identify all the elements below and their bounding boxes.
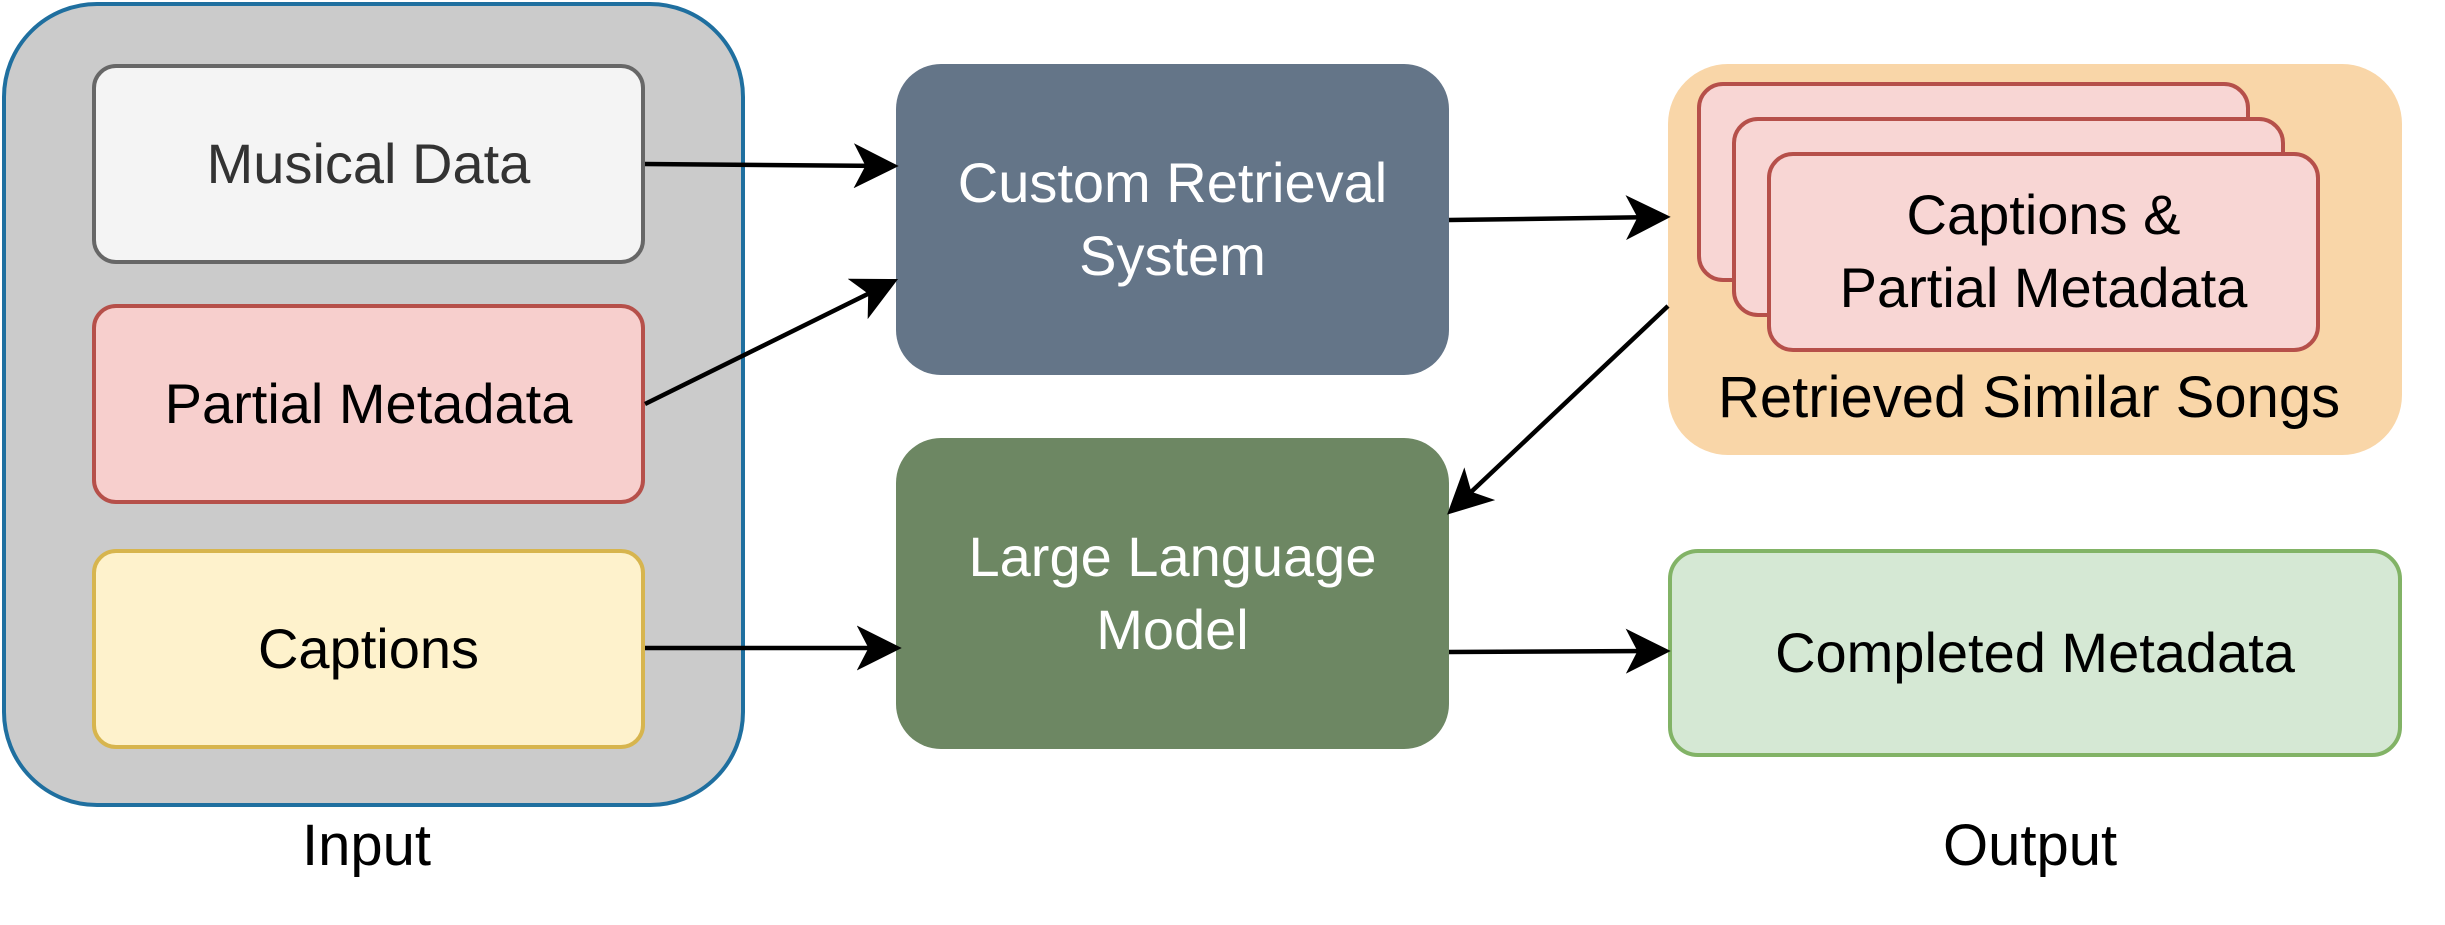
musical-data-box: Musical Data [92, 64, 645, 264]
arrow-partial-to-retrieval [644, 278, 899, 407]
large-language-model-box: Large Language Model [896, 438, 1449, 749]
custom-retrieval-system-box: Custom Retrieval System [896, 64, 1449, 375]
llm-label-line-1: Large Language [968, 524, 1377, 588]
retrieved-similar-songs-label: Retrieved Similar Songs [1718, 365, 2341, 430]
card-label-line-1: Captions & [1906, 183, 2181, 247]
arrow-retrieved-to-llm [1447, 304, 1670, 515]
captions-box: Captions [92, 549, 645, 749]
musical-data-label: Musical Data [206, 131, 531, 195]
retrieved-song-card-front: Captions & Partial Metadata [1767, 152, 2320, 352]
completed-metadata-box: Completed Metadata [1668, 549, 2402, 757]
captions-label: Captions [257, 616, 480, 680]
partial-metadata-box: Partial Metadata [92, 304, 645, 504]
retrieval-label-line-2: System [1079, 223, 1266, 287]
arrow-llm-to-completed [1448, 628, 1671, 674]
arrow-musical-to-retrieval [644, 143, 899, 189]
llm-label-line-2: Model [1096, 597, 1249, 661]
completed-metadata-label: Completed Metadata [1775, 620, 2295, 684]
arrow-retrieval-to-retrieved [1448, 195, 1671, 241]
output-group-label: Output [1943, 813, 2118, 878]
input-group-label: Input [302, 813, 431, 878]
partial-metadata-label: Partial Metadata [164, 371, 573, 435]
card-label-line-2: Partial Metadata [1839, 256, 2248, 319]
retrieval-label-line-1: Custom Retrieval [957, 150, 1388, 214]
